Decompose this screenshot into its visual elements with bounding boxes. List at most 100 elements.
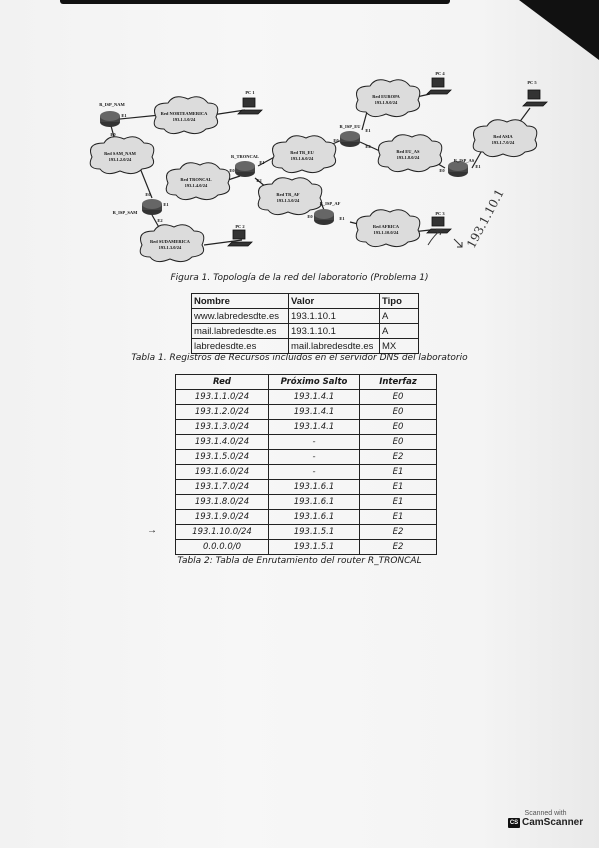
table-row: 193.1.5.0/24 - E2 xyxy=(175,449,437,465)
table-cell: 193.1.10.1 xyxy=(288,323,380,339)
interface-label: E0 xyxy=(229,168,235,173)
network-addr: 193.1.10.0/24 xyxy=(374,230,400,235)
network-name: Red TRONCAL xyxy=(180,177,211,182)
pc-label: PC 2 xyxy=(235,224,245,229)
handwritten-arrow-icon xyxy=(453,238,463,248)
interface-label: E0 xyxy=(307,214,313,219)
router-icon xyxy=(340,131,360,147)
router-label: R_ISP_AF xyxy=(320,201,341,206)
camscanner-logo-icon: CS xyxy=(508,817,520,828)
network-addr: 193.1.7.0/24 xyxy=(492,140,515,145)
table-cell: 193.1.6.1 xyxy=(268,479,360,495)
pc-label: PC 3 xyxy=(435,211,445,216)
table-cell: E0 xyxy=(359,434,437,450)
table-row: 193.1.3.0/24 193.1.4.1 E0 xyxy=(175,419,437,435)
table-cell: E1 xyxy=(359,479,437,495)
table-cell: - xyxy=(268,464,360,480)
network-addr: 193.1.5.0/24 xyxy=(277,198,300,203)
table-row: 193.1.6.0/24 - E1 xyxy=(175,464,437,480)
table-cell: E2 xyxy=(359,524,437,540)
network-addr: 193.1.4.0/24 xyxy=(185,183,208,188)
handwritten-arrow-mark: → xyxy=(147,525,157,536)
table-cell: www.labredesdte.es xyxy=(191,308,289,324)
column-header: Próximo Salto xyxy=(268,374,360,390)
table-cell: E2 xyxy=(359,449,437,465)
table-row: labredesdte.es mail.labredesdte.es MX xyxy=(191,338,419,354)
column-header: Nombre xyxy=(191,293,289,309)
network-addr: 193.1.1.0/24 xyxy=(173,117,196,122)
network-addr: 193.1.9.0/24 xyxy=(375,100,398,105)
network-name: Red SUDAMERICA xyxy=(150,239,191,244)
table-cell: - xyxy=(268,449,360,465)
scanner-watermark: Scanned with CS CamScanner xyxy=(508,810,583,828)
table-row: 193.1.10.0/24 193.1.5.1 E2 xyxy=(175,524,437,540)
dns-table-caption: Tabla 1. Registros de Recursos incluidos… xyxy=(131,353,468,363)
table-cell: 0.0.0.0/0 xyxy=(175,539,269,555)
figure-caption: Figura 1. Topología de la red del labora… xyxy=(170,273,429,283)
network-addr: 193.1.6.0/24 xyxy=(291,156,314,161)
cloud-sam-nam xyxy=(89,136,155,175)
interface-label: E2 xyxy=(365,144,371,149)
table-header-row: Red Próximo Salto Interfaz xyxy=(175,374,437,390)
router-label: R_ISP_SAM xyxy=(113,210,139,215)
router-icon xyxy=(235,161,255,177)
interface-label: E0 xyxy=(110,132,116,137)
column-header: Red xyxy=(175,374,269,390)
cloud-africa xyxy=(355,209,421,248)
scanner-brand-name: CamScanner xyxy=(522,817,584,828)
cloud-eu-as xyxy=(377,134,443,173)
table-header-row: Nombre Valor Tipo xyxy=(191,293,419,309)
table-cell: E1 xyxy=(359,509,437,525)
table-cell: 193.1.4.1 xyxy=(268,389,360,405)
router-label: R_ISP_AS xyxy=(454,158,475,163)
table-cell: mail.labredesdte.es xyxy=(191,323,289,339)
column-header: Tipo xyxy=(379,293,419,309)
table-cell: 193.1.6.1 xyxy=(268,494,360,510)
dns-records-table: Nombre Valor Tipo www.labredesdte.es 193… xyxy=(191,293,419,354)
network-topology-diagram: R_ISP_NAM R_TRONCAL R_ISP_EU R_ISP_AS R_… xyxy=(89,71,548,263)
table-cell: 193.1.4.1 xyxy=(268,404,360,420)
scan-corner-shadow xyxy=(519,0,599,60)
cloud-asia xyxy=(472,119,538,158)
interface-label: E0 xyxy=(439,168,445,173)
scan-edge-shadow xyxy=(60,0,450,4)
router-icon xyxy=(142,199,162,215)
router-icon xyxy=(448,161,468,177)
table-row: 193.1.9.0/24 193.1.6.1 E1 xyxy=(175,509,437,525)
scanner-brand: CS CamScanner xyxy=(508,817,583,828)
pc-icon xyxy=(237,97,263,115)
router-label: R_ISP_NAM xyxy=(99,102,125,107)
network-name: Red SAM_NAM xyxy=(104,151,137,156)
network-name: Red EU_AS xyxy=(396,149,420,154)
table-cell: 193.1.6.1 xyxy=(268,509,360,525)
interface-label: E1 xyxy=(121,113,127,118)
table-cell: E0 xyxy=(359,419,437,435)
table-cell: 193.1.5.1 xyxy=(268,524,360,540)
table-row: 0.0.0.0/0 193.1.5.1 E2 xyxy=(175,539,437,555)
cloud-sudamerica xyxy=(139,224,205,263)
table-row: 193.1.7.0/24 193.1.6.1 E1 xyxy=(175,479,437,495)
network-addr: 193.1.8.0/24 xyxy=(397,155,420,160)
pc-icon xyxy=(426,77,452,95)
table-cell: 193.1.5.0/24 xyxy=(175,449,269,465)
table-row: www.labredesdte.es 193.1.10.1 A xyxy=(191,308,419,324)
table-cell: labredesdte.es xyxy=(191,338,289,354)
cloud-tr-af xyxy=(257,177,323,216)
interface-label: E2 xyxy=(256,178,262,183)
table-row: 193.1.4.0/24 - E0 xyxy=(175,434,437,450)
routing-table-caption: Tabla 2: Tabla de Enrutamiento del route… xyxy=(177,556,422,566)
network-name: Red EUROPA xyxy=(372,94,400,99)
pc-icon xyxy=(522,89,548,107)
scanned-with-label: Scanned with xyxy=(524,810,567,817)
interface-label: E0 xyxy=(145,192,151,197)
handwritten-arrow-icon xyxy=(427,228,443,246)
interface-label: E1 xyxy=(259,160,265,165)
router-label: R_TRONCAL xyxy=(231,154,259,159)
interface-label: E1 xyxy=(365,128,371,133)
cloud-troncal xyxy=(165,162,231,201)
table-cell: 193.1.2.0/24 xyxy=(175,404,269,420)
table-cell: A xyxy=(379,323,419,339)
cloud-europa xyxy=(355,79,421,118)
pc-label: PC 5 xyxy=(527,80,537,85)
